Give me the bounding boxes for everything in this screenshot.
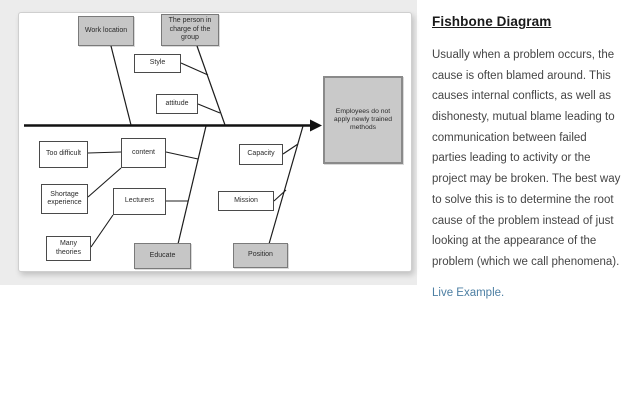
- bone-top-left: [110, 45, 132, 126]
- shortage-connector: [87, 167, 122, 198]
- node-many-theories: Many theories: [46, 236, 91, 261]
- mission-connector: [273, 189, 287, 202]
- page-title: Fishbone Diagram: [432, 14, 552, 29]
- node-style: Style: [134, 54, 181, 73]
- node-content: content: [121, 138, 166, 168]
- bone-bottom-left: [177, 125, 207, 245]
- node-lecturers: Lecturers: [113, 188, 166, 215]
- node-person-in-charge: The person in charge of the group: [161, 14, 219, 46]
- node-shortage-experience: Shortage experience: [41, 184, 88, 214]
- fishbone-lines: [24, 45, 322, 248]
- node-attitude: attitude: [156, 94, 198, 114]
- capacity-connector: [282, 143, 299, 155]
- node-work-location: Work location: [78, 16, 134, 46]
- node-position: Position: [233, 243, 288, 268]
- many-theories-connector: [90, 214, 114, 248]
- description-paragraph: Usually when a problem occurs, the cause…: [432, 49, 621, 268]
- description-panel: Fishbone Diagram Usually when a problem …: [432, 14, 624, 301]
- node-capacity: Capacity: [239, 144, 283, 165]
- node-problem-head: Employees do not apply newly trained met…: [323, 76, 403, 164]
- node-educate: Educate: [134, 243, 191, 269]
- spine-arrowhead-icon: [310, 119, 322, 132]
- node-mission: Mission: [218, 191, 274, 211]
- live-example-link[interactable]: Live Example.: [432, 286, 505, 299]
- attitude-connector: [197, 103, 221, 114]
- fishbone-diagram-canvas: Work location The person in charge of th…: [18, 12, 412, 272]
- node-too-difficult: Too difficult: [39, 141, 88, 168]
- bone-bottom-right: [268, 125, 304, 245]
- content-connector: [165, 151, 199, 160]
- fishbone-diagram-region: Work location The person in charge of th…: [0, 0, 417, 285]
- style-connector: [180, 62, 209, 76]
- too-difficult-connector: [87, 151, 122, 154]
- bone-top-right: [196, 45, 226, 126]
